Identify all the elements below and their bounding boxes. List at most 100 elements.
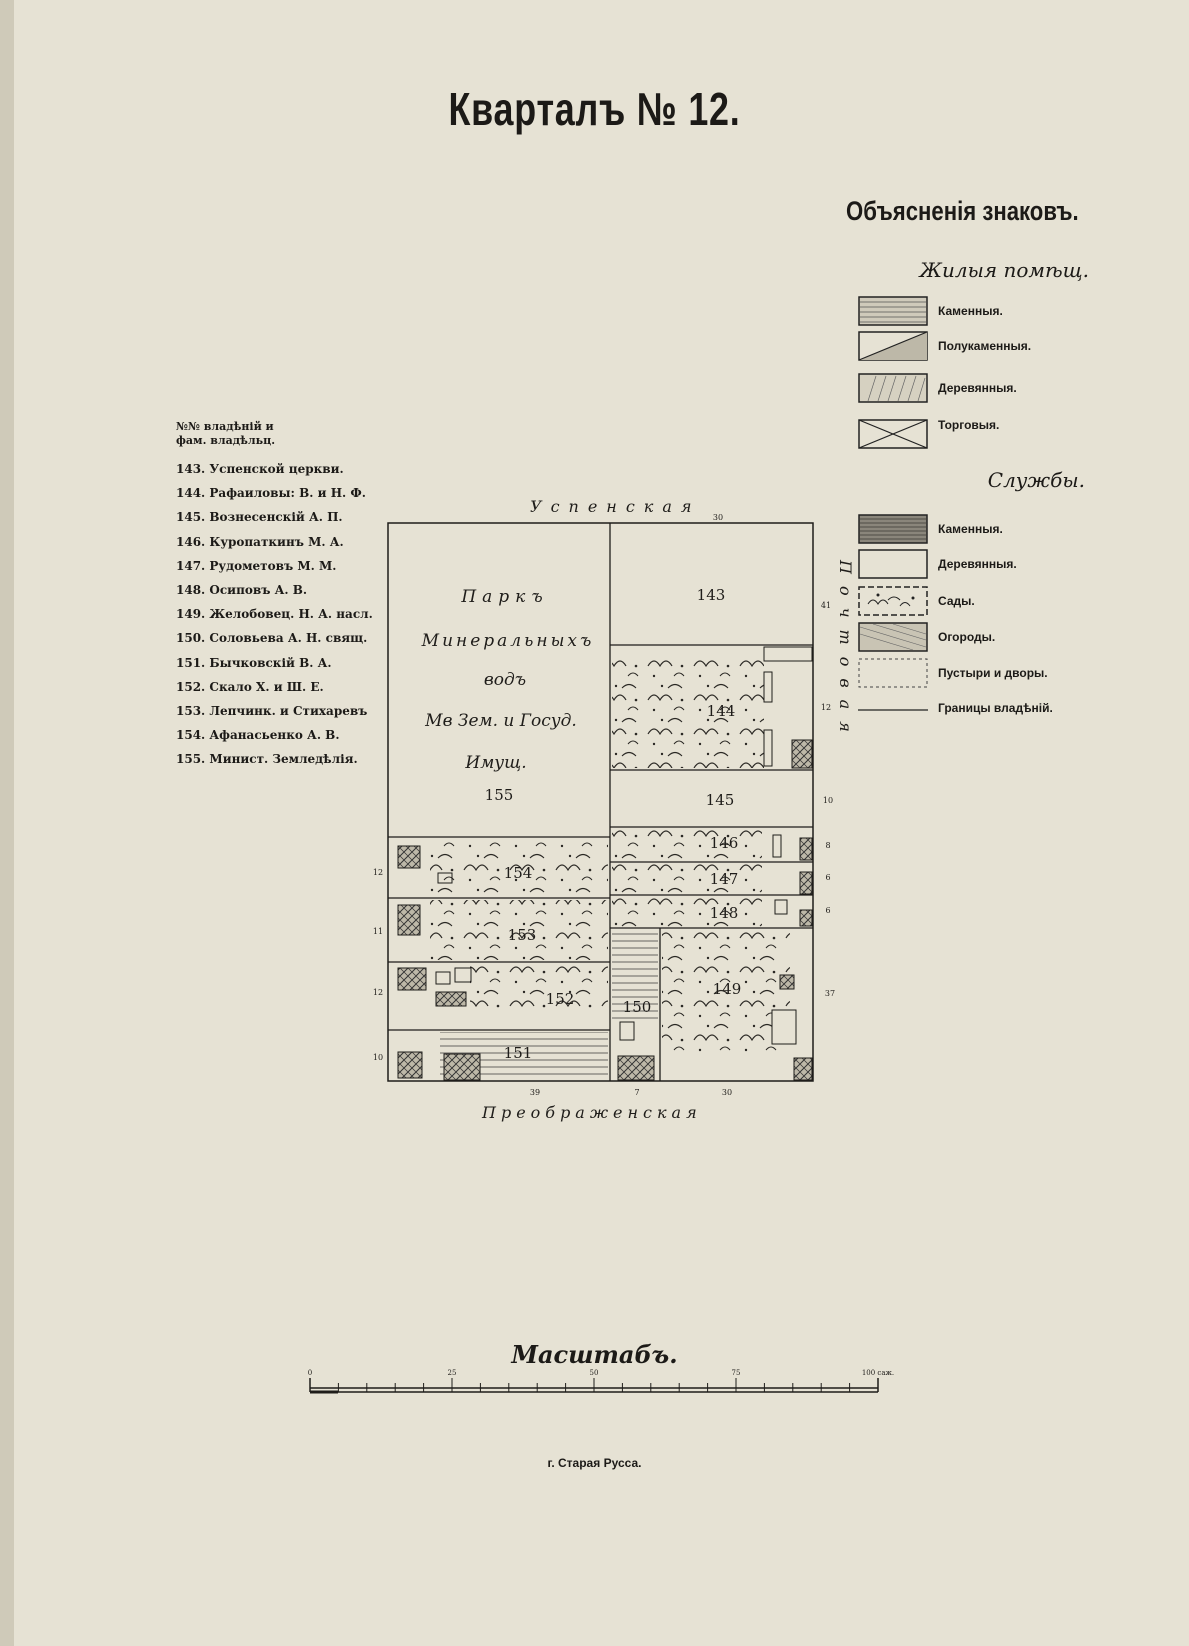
scale-tick-label: 0 [308, 1369, 312, 1377]
stone-service [799, 871, 813, 895]
owner-item: 149. Желобовец. Н. А. насл. [176, 607, 373, 622]
wood-grain-icon [858, 373, 928, 403]
legend-label: Деревянныя. [938, 381, 1017, 395]
dimension-label: 12 [821, 703, 831, 712]
dimension-label: 10 [373, 1053, 383, 1062]
page-edge [0, 0, 14, 1646]
stone-service [443, 1053, 481, 1081]
legend-row-services-wood: Деревянныя. [858, 548, 1017, 580]
park-label: Имущ. [464, 753, 526, 773]
scale-bar [309, 1378, 879, 1394]
garden-area [662, 932, 790, 1054]
legend-row-services-kitchen-gardens: Огороды. [858, 621, 995, 653]
garden-area [430, 900, 608, 960]
scale-tick-label: 75 [732, 1369, 741, 1377]
fine-hatch-icon [858, 622, 928, 652]
semi-stone-building [612, 930, 658, 1022]
park-label: Минеральныхъ [421, 631, 595, 651]
legend-label: Торговыя. [938, 418, 1000, 432]
dimension-label: 39 [530, 1088, 540, 1097]
wooden-service [774, 899, 788, 915]
legend-services-heading: Службы. [987, 468, 1085, 492]
owners-header-line: №№ владѣній и [176, 420, 274, 433]
owner-item: 155. Минист. Земледѣлія. [176, 752, 358, 767]
dimension-label: 6 [825, 906, 830, 915]
owner-item: 150. Соловьева А. Н. свящ. [176, 631, 368, 646]
street-name-right: Почтовая [836, 559, 855, 744]
lot-number: 146 [710, 834, 739, 852]
dimension-label: 30 [713, 513, 723, 522]
dimension-label: 10 [823, 796, 833, 805]
lot-number: 155 [485, 786, 514, 804]
scale-tick-label: 100 саж. [862, 1369, 894, 1377]
legend-row-services-stone: Каменныя. [858, 513, 1003, 545]
garden-area [612, 829, 762, 861]
lot-number: 151 [504, 1044, 533, 1062]
stone-service [397, 967, 427, 991]
dense-hatch-icon [858, 514, 928, 544]
lot-number: 145 [706, 791, 735, 809]
wooden-service [763, 671, 773, 703]
cross-box-icon [858, 419, 928, 449]
stone-service [799, 909, 813, 927]
garden-area [612, 660, 764, 768]
owners-header: №№ владѣній и фам. владѣльц. [176, 420, 373, 448]
street-name-bottom: Преображенская [481, 1103, 702, 1122]
owner-item: 153. Лепчинк. и Стихаревъ [176, 704, 368, 719]
dimension-label: 30 [722, 1088, 732, 1097]
wooden-service [435, 971, 451, 985]
owner-item: 151. Бычковскій В. А. [176, 655, 332, 670]
legend-label: Границы владѣній. [938, 701, 1053, 715]
legend-label: Каменныя. [938, 304, 1003, 318]
lot-number: 144 [707, 702, 736, 720]
wooden-service [772, 834, 782, 858]
owner-item: 143. Успенской церкви. [176, 462, 344, 476]
wooden-service [619, 1021, 635, 1041]
stone-service [793, 1057, 813, 1081]
owners-list: №№ владѣній и фам. владѣльц. 143. Успенс… [176, 420, 373, 772]
owner-item: 152. Скало Х. и Ш. Е. [176, 679, 324, 694]
city-label: г. Старая Русса. [547, 1456, 642, 1470]
garden-area [612, 897, 762, 927]
lot-number: 150 [623, 998, 652, 1016]
dimension-label: 11 [373, 927, 383, 936]
dimension-label: 12 [373, 988, 383, 997]
park-label: Паркъ [460, 587, 548, 607]
scale-title: Масштабъ. [511, 1340, 678, 1369]
stone-service [791, 739, 813, 769]
stone-service [779, 974, 795, 990]
legend-label: Каменныя. [938, 522, 1003, 536]
legend-row-residential-wood: Деревянныя. [858, 372, 1017, 404]
owner-item: 145. Вознесенскій А. П. [176, 510, 343, 525]
legend-row-residential-halfstone: Полукаменныя. [858, 330, 1031, 362]
boundary-line-icon [858, 709, 928, 711]
page-title: Кварталъ № 12. [448, 83, 741, 135]
legend-row-residential-trade: Торговыя. [858, 418, 999, 450]
wooden-service [763, 646, 813, 662]
lot-number: 152 [546, 990, 575, 1008]
stone-service [397, 845, 421, 869]
legend-label: Сады. [938, 594, 975, 608]
park-label: Мв Зем. и Госуд. [424, 711, 577, 731]
diagonal-half-icon [858, 331, 928, 361]
wooden-service [763, 729, 773, 767]
wooden-service [437, 872, 453, 884]
dimension-label: 7 [634, 1088, 639, 1097]
park-label: водъ [484, 670, 526, 690]
wooden-service [771, 1009, 797, 1045]
dimension-label: 41 [821, 601, 831, 610]
scale-tick-label: 50 [590, 1369, 599, 1377]
legend-label: Пустыри и дворы. [938, 666, 1048, 680]
dimension-label: 12 [373, 868, 383, 877]
stone-service [617, 1055, 655, 1081]
legend-row-services-boundaries: Границы владѣній. [858, 692, 1053, 724]
garden-symbol-icon [858, 586, 928, 616]
owner-item: 144. Рафаиловы: В. и Н. Ф. [176, 486, 366, 501]
legend-residential-heading: Жилыя помѣщ. [919, 258, 1089, 282]
legend-row-services-gardens: Сады. [858, 585, 975, 617]
garden-area [612, 864, 762, 894]
empty-box-icon [858, 549, 928, 579]
owner-item: 148. Осиповъ А. В. [176, 583, 308, 598]
lot-number: 143 [697, 586, 726, 604]
